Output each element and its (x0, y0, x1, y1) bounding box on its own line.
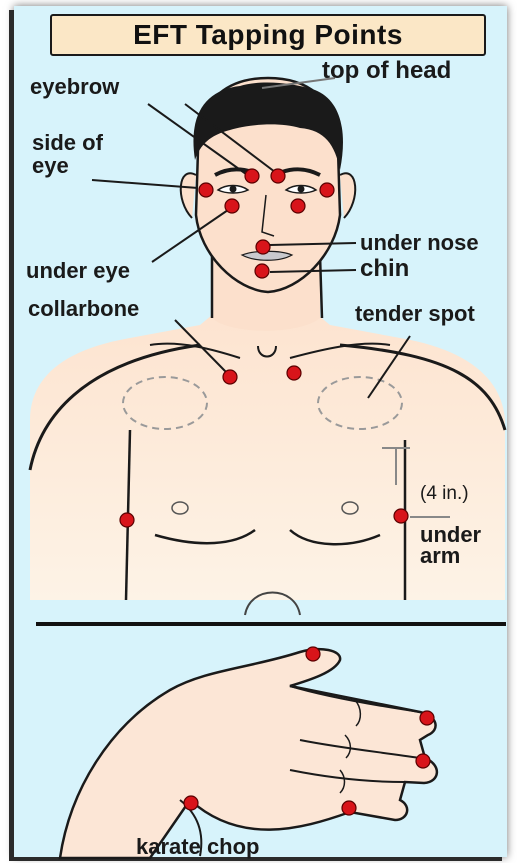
label-arm: arm (420, 545, 460, 567)
point-finger-thumb (306, 647, 320, 661)
point-under-eye-left (225, 199, 239, 213)
label-chin: chin (360, 258, 409, 280)
point-collarbone-right (287, 366, 301, 380)
point-underarm-left (120, 513, 134, 527)
point-finger-index (420, 711, 434, 725)
point-collarbone-left (223, 370, 237, 384)
diagram-title: EFT Tapping Points (50, 14, 486, 56)
label-top-of-head: top of head (322, 60, 451, 82)
label-tender-spot: tender spot (355, 303, 475, 325)
point-underarm-right (394, 509, 408, 523)
label-under-eye: under eye (26, 260, 130, 282)
point-under-eye-right (291, 199, 305, 213)
label-karate-chop: karate chop (136, 836, 260, 858)
point-karate-chop (184, 796, 198, 810)
hand (60, 649, 437, 858)
point-eyebrow-left (245, 169, 259, 183)
label-eye: eye (32, 155, 69, 177)
label-collarbone: collarbone (28, 298, 139, 320)
point-finger-middle (416, 754, 430, 768)
point-under-nose (256, 240, 270, 254)
point-side-of-eye-right (320, 183, 334, 197)
point-eyebrow-right (271, 169, 285, 183)
point-chin (255, 264, 269, 278)
label-eyebrow: eyebrow (30, 76, 119, 98)
label-four-inches: (4 in.) (420, 483, 469, 505)
label-under-nose: under nose (360, 232, 479, 254)
point-side-of-eye-left (199, 183, 213, 197)
label-side-of: side of (32, 132, 103, 154)
point-finger-ring (342, 801, 356, 815)
